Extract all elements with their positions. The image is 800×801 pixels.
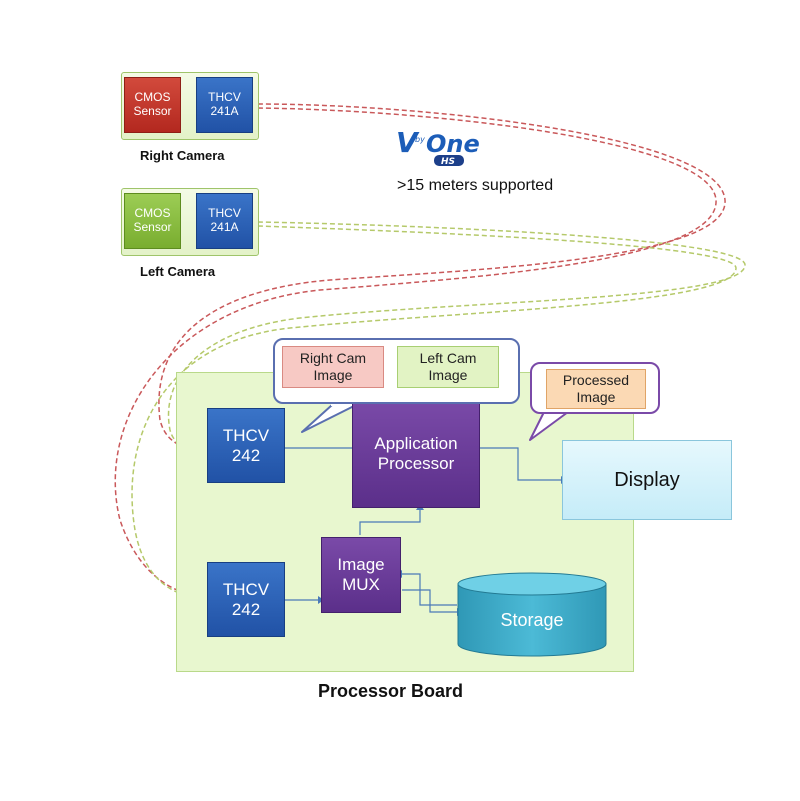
- application-processor-line2: Processor: [377, 454, 455, 473]
- right-cmos-sensor: CMOS Sensor: [124, 77, 181, 133]
- processor-board-caption: Processor Board: [318, 681, 464, 701]
- left-serializer-line1: THCV: [208, 206, 241, 221]
- application-processor: Application Processor: [352, 400, 480, 508]
- vbyone-logo: V by One HS: [392, 122, 502, 172]
- processed-image-line1: Processed: [562, 372, 630, 389]
- left-cam-image-tag: Left Cam Image: [397, 346, 499, 388]
- right-camera-link-2: [114, 107, 717, 597]
- right-cmos-sensor-line2: Sensor: [133, 104, 172, 118]
- image-mux-line2: MUX: [342, 575, 380, 594]
- application-processor-line1: Application: [374, 434, 458, 454]
- svg-text:HS: HS: [441, 157, 455, 167]
- right-camera-caption: Right Camera: [140, 148, 225, 163]
- image-mux-line1: Image: [337, 555, 385, 575]
- left-cmos-sensor: CMOS Sensor: [124, 193, 181, 249]
- left-serializer-line2: 241A: [210, 220, 239, 234]
- deserializer-bottom: THCV 242: [207, 562, 285, 637]
- left-camera-link-2: [131, 225, 737, 599]
- right-serializer-line2: 241A: [210, 104, 239, 118]
- left-cam-image-line1: Left Cam: [419, 350, 477, 367]
- left-cam-image-line2: Image: [428, 367, 468, 383]
- svg-text:One: One: [426, 130, 480, 158]
- display: Display: [562, 440, 732, 520]
- right-serializer: THCV 241A: [196, 77, 253, 133]
- distance-note: >15 meters supported: [397, 177, 554, 194]
- image-mux: Image MUX: [321, 537, 401, 613]
- processed-image-tag: Processed Image: [546, 369, 646, 409]
- right-cmos-sensor-line1: CMOS: [134, 90, 171, 105]
- left-camera-caption: Left Camera: [140, 264, 216, 279]
- storage-label: Storage: [500, 610, 564, 630]
- right-cam-image-line2: Image: [313, 367, 353, 383]
- deserializer-bottom-line1: THCV: [222, 579, 270, 599]
- svg-text:by: by: [415, 135, 425, 144]
- left-cmos-sensor-line1: CMOS: [134, 206, 171, 221]
- svg-text:V: V: [396, 126, 420, 159]
- left-cmos-sensor-line2: Sensor: [133, 220, 172, 234]
- deserializer-top-line2: 242: [231, 445, 261, 465]
- storage: Storage: [457, 572, 607, 658]
- storage-cylinder-icon: [457, 572, 607, 657]
- deserializer-bottom-line2: 242: [231, 599, 261, 619]
- deserializer-top: THCV 242: [207, 408, 285, 483]
- right-cam-image-tag: Right Cam Image: [282, 346, 384, 388]
- right-serializer-line1: THCV: [208, 90, 241, 105]
- right-camera-link: [158, 103, 726, 451]
- vbyone-logo-graphic: V by One HS: [396, 126, 480, 167]
- left-serializer: THCV 241A: [196, 193, 253, 249]
- deserializer-top-line1: THCV: [222, 425, 270, 445]
- left-camera-link: [167, 221, 746, 453]
- processed-image-line2: Image: [576, 389, 616, 405]
- right-cam-image-line1: Right Cam: [299, 350, 367, 367]
